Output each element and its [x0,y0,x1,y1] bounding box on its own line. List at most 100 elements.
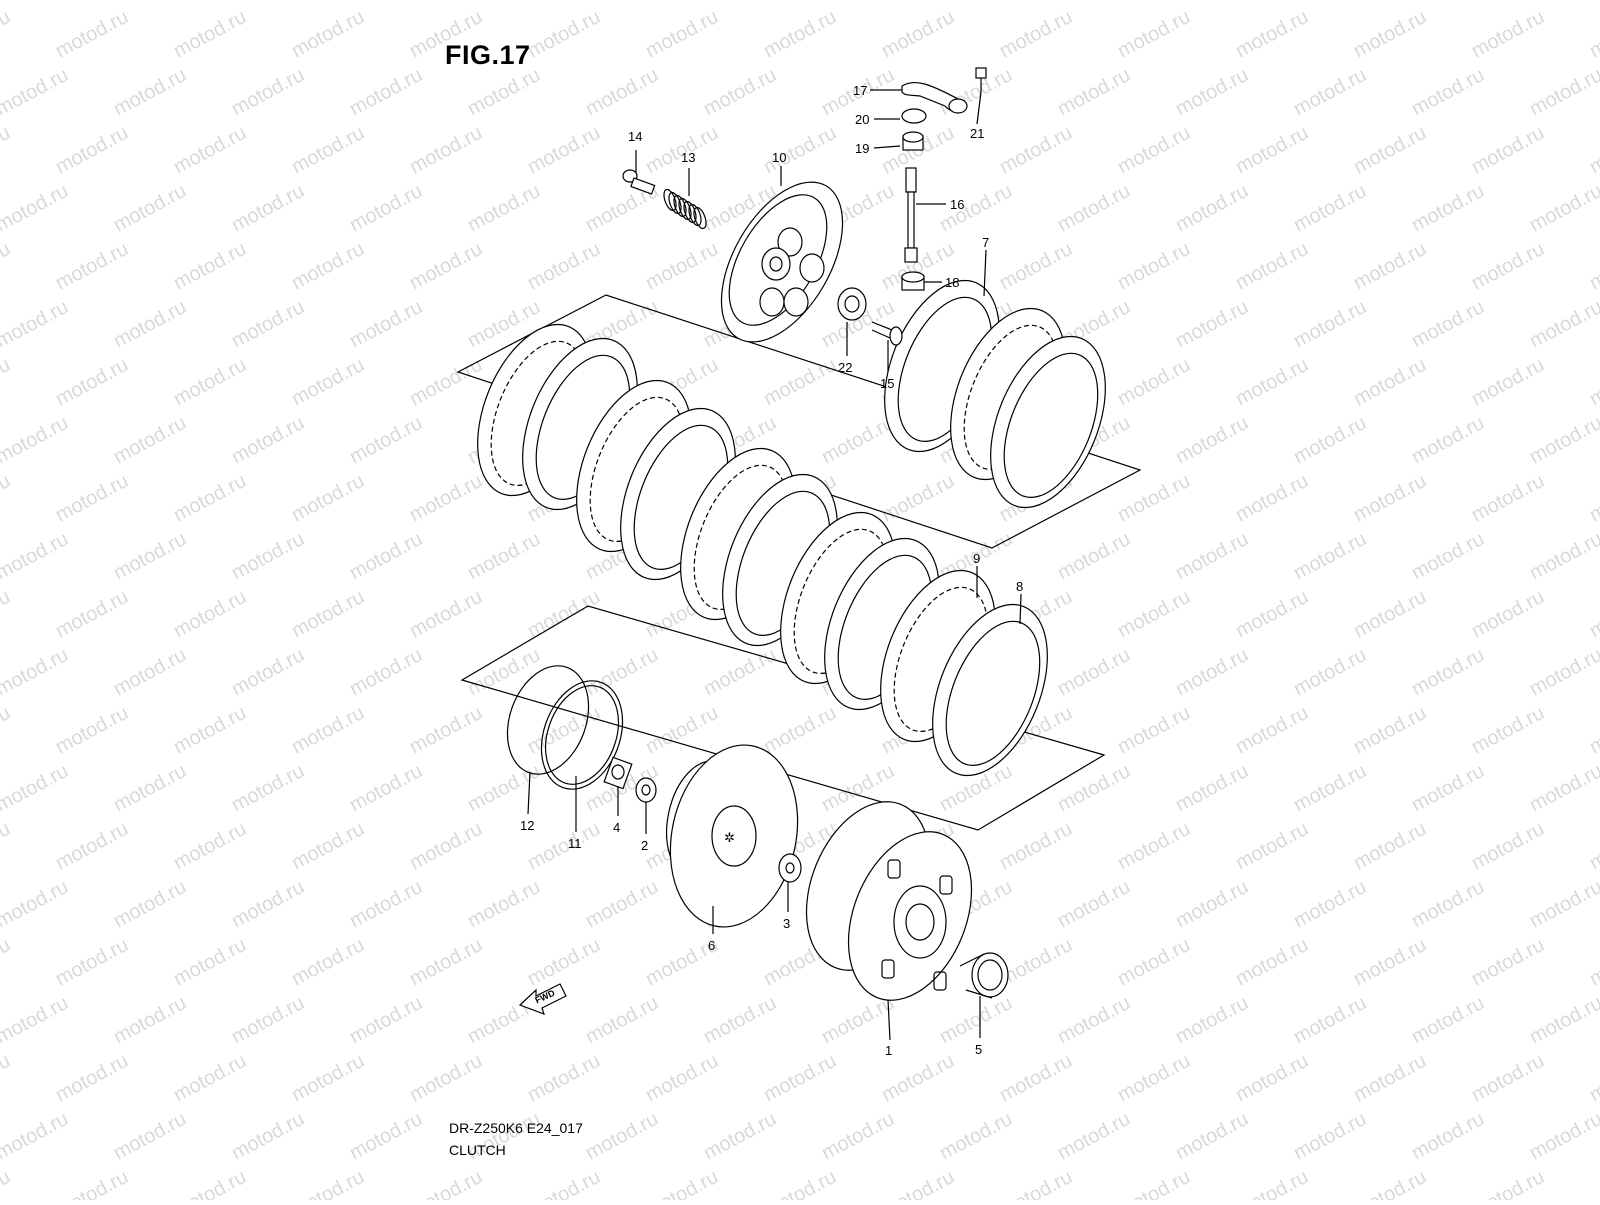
watermark-text: motod.ru [288,586,368,642]
watermark-text: motod.ru [1114,122,1194,178]
callout-19: 19 [855,141,869,156]
lower-needle-bearing [901,271,925,291]
lower-plate-group-outline [460,605,1106,831]
watermark-text: motod.ru [1586,1050,1600,1106]
watermark-text: motod.ru [0,586,14,642]
watermark-text: motod.ru [1586,354,1600,410]
watermark-text: motod.ru [0,0,72,4]
watermark-text: motod.ru [1526,296,1600,352]
watermark-text: motod.ru [346,1108,426,1164]
watermark-text: motod.ru [818,0,898,4]
watermark-text: motod.ru [110,760,190,816]
watermark-text: motod.ru [1290,876,1370,932]
watermark-text: motod.ru [110,876,190,932]
model-code: DR-Z250K6 E24_017 [449,1120,583,1136]
watermark-text: motod.ru [524,1050,604,1106]
watermark-text: motod.ru [0,528,72,584]
watermark-text: motod.ru [524,934,604,990]
clutch-sleeve-hub: ✲ [666,744,799,928]
housing-spacer [959,952,1009,999]
watermark-text: motod.ru [1054,528,1134,584]
watermark-text: motod.ru [1290,760,1370,816]
watermark-text: motod.ru [524,586,604,642]
callout-10: 10 [772,150,786,165]
watermark-text: motod.ru [1408,180,1488,236]
watermark-text: motod.ru [0,1108,72,1164]
clutch-spring [663,188,707,230]
watermark-text: motod.ru [1526,412,1600,468]
watermark-text: motod.ru [1408,0,1488,4]
watermark-text: motod.ru [464,64,544,120]
watermark-text: motod.ru [1172,0,1252,4]
callout-labels: 17 20 21 19 14 13 10 16 7 18 22 15 9 8 1… [520,83,1023,1058]
watermark-text: motod.ru [1172,64,1252,120]
svg-text:✲: ✲ [724,830,735,845]
watermark-text: motod.ru [1468,122,1548,178]
watermark-text: motod.ru [0,1050,14,1106]
watermark-text: motod.ru [1054,64,1134,120]
watermark-text: motod.ru [936,0,1016,4]
watermark-text: motod.ru [700,64,780,120]
watermark-text: motod.ru [878,470,958,526]
watermark-text: motod.ru [760,702,840,758]
callout-1: 1 [885,1043,892,1058]
watermark-text: motod.ru [1232,1050,1312,1106]
watermark-text: motod.ru [1232,702,1312,758]
seat-ring [540,680,624,790]
watermark-text: motod.ru [700,1108,780,1164]
watermark-text: motod.ru [1526,64,1600,120]
watermark-text: motod.ru [228,644,308,700]
watermark-text: motod.ru [760,354,840,410]
figure-caption: CLUTCH [449,1142,506,1158]
watermark-text: motod.ru [1054,760,1134,816]
watermark-text: motod.ru [0,122,14,178]
watermark-text: motod.ru [228,0,308,4]
watermark-text: motod.ru [52,586,132,642]
watermark-text: motod.ru [1172,644,1252,700]
watermark-text: motod.ru [1408,1108,1488,1164]
watermark-text: motod.ru [464,180,544,236]
watermark-text: motod.ru [1054,1108,1134,1164]
pressure-plate [720,181,844,343]
watermark-text: motod.ru [52,818,132,874]
upper-needle-bearing [902,131,924,151]
drive-plate [990,335,1106,509]
watermark-text: motod.ru [170,122,250,178]
release-arm [901,67,987,114]
watermark-text: motod.ru [700,0,780,4]
watermark-text: motod.ru [170,1050,250,1106]
watermark-text: motod.ru [700,992,780,1048]
watermark-text: motod.ru [0,180,72,236]
watermark-text: motod.ru [1586,818,1600,874]
watermark-text: motod.ru [1114,238,1194,294]
watermark-text: motod.ru [1468,470,1548,526]
watermark-text: motod.ru [1232,122,1312,178]
watermark-text: motod.ru [0,412,72,468]
watermark-text: motod.ru [52,354,132,410]
watermark-text: motod.ru [1586,934,1600,990]
clutch-sleeve-hub-nut [603,756,633,790]
watermark-text: motod.ru [1526,0,1600,4]
watermark-text: motod.ru [582,876,662,932]
watermark-text: motod.ru [1408,644,1488,700]
watermark-text: motod.ru [1586,702,1600,758]
watermark-text: motod.ru [818,412,898,468]
watermark-text: motod.ru [406,238,486,294]
watermark-text: motod.ru [1350,934,1430,990]
watermark-text: motod.ru [1054,876,1134,932]
watermark-text: motod.ru [1586,1166,1600,1200]
watermark-text: motod.ru [1172,412,1252,468]
watermark-text: motod.ru [1172,1108,1252,1164]
watermark-text: motod.ru [1290,412,1370,468]
watermark-text: motod.ru [1290,296,1370,352]
callout-6: 6 [708,938,715,953]
watermark-text: motod.ru [0,64,72,120]
watermark-text: motod.ru [1054,180,1134,236]
watermark-text: motod.ru [1468,818,1548,874]
watermark-text: motod.ru [1172,876,1252,932]
watermark-text: motod.ru [1526,1108,1600,1164]
watermark-text: motod.ru [1054,644,1134,700]
callout-4: 4 [613,820,620,835]
watermark-text: motod.ru [346,180,426,236]
watermark-text: motod.ru [52,122,132,178]
